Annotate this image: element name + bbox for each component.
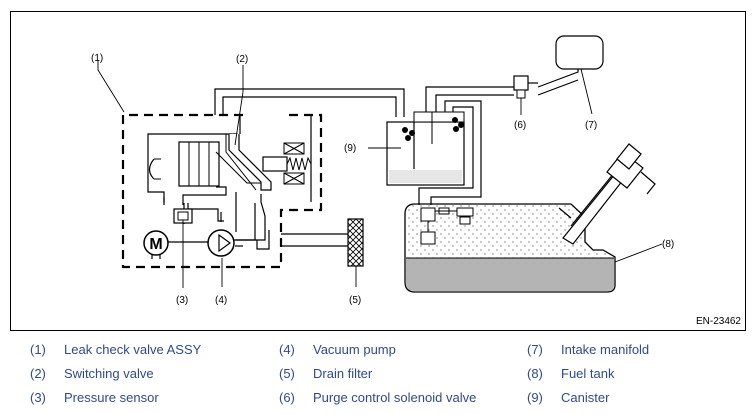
- purge-control-solenoid-valve: [513, 75, 538, 99]
- legend-item-3: (3) Pressure sensor: [30, 390, 159, 405]
- callout-3: (3): [176, 295, 188, 306]
- legend-number: (1): [30, 342, 46, 357]
- callout-2: (2): [236, 54, 248, 65]
- legend-number: (4): [279, 342, 295, 357]
- legend-number: (3): [30, 390, 46, 405]
- legend-number: (6): [279, 390, 295, 405]
- callout-6: (6): [514, 120, 526, 131]
- legend-label: Leak check valve ASSY: [64, 342, 202, 357]
- callout-7: (7): [585, 120, 597, 131]
- drain-line: [235, 233, 348, 247]
- legend-number: (2): [30, 366, 46, 381]
- filler-neck: [558, 143, 656, 245]
- legend-item-5: (5) Drain filter: [279, 366, 372, 381]
- intake-manifold: [555, 35, 604, 70]
- canister-piping: [214, 88, 405, 202]
- callout-9: (9): [344, 143, 356, 154]
- legend-item-1: (1) Leak check valve ASSY: [30, 342, 201, 357]
- legend-number: (8): [527, 366, 543, 381]
- legend-number: (7): [527, 342, 543, 357]
- system-diagram: M: [10, 11, 746, 331]
- pump-motor: M: [143, 230, 169, 259]
- callout-1: (1): [91, 53, 103, 64]
- internal-piping: [147, 133, 270, 250]
- vacuum-pump: [174, 229, 235, 257]
- canister: [386, 111, 465, 186]
- motor-m-symbol: M: [149, 236, 162, 253]
- legend-item-2: (2) Switching valve: [30, 366, 154, 381]
- legend-item-8: (8) Fuel tank: [527, 366, 614, 381]
- fuel-tank: [404, 203, 616, 293]
- legend-label: Vacuum pump: [313, 342, 396, 357]
- legend-number: (5): [279, 366, 295, 381]
- leak-check-valve-assy: [121, 113, 323, 269]
- callout-4: (4): [215, 295, 227, 306]
- leader-lines: [97, 60, 663, 288]
- legend-number: (9): [527, 390, 543, 405]
- legend-label: Drain filter: [313, 366, 373, 381]
- legend-label: Canister: [561, 390, 610, 405]
- switching-valve: [148, 134, 312, 191]
- diagram-canvas: M: [91, 35, 674, 306]
- legend-label: Pressure sensor: [64, 390, 159, 405]
- callout-5: (5): [349, 295, 361, 306]
- legend-label: Fuel tank: [561, 366, 615, 381]
- callout-8: (8): [662, 239, 674, 250]
- purge-piping: [418, 62, 579, 205]
- figure-id-label: EN-23462: [695, 316, 741, 327]
- callout-labels: (1) (2) (9) (3) (4) (5) (6) (7) (8): [91, 53, 674, 306]
- legend-label: Purge control solenoid valve: [313, 390, 477, 405]
- legend-item-7: (7) Intake manifold: [527, 342, 649, 357]
- legend-item-4: (4) Vacuum pump: [279, 342, 396, 357]
- legend-item-6: (6) Purge control solenoid valve: [279, 390, 476, 405]
- drain-filter: [347, 218, 364, 267]
- legend: (1) Leak check valve ASSY (2) Switching va…: [0, 338, 755, 414]
- legend-label: Intake manifold: [561, 342, 650, 357]
- pressure-sensor: [173, 208, 193, 224]
- legend-item-9: (9) Canister: [527, 390, 609, 405]
- legend-label: Switching valve: [64, 366, 154, 381]
